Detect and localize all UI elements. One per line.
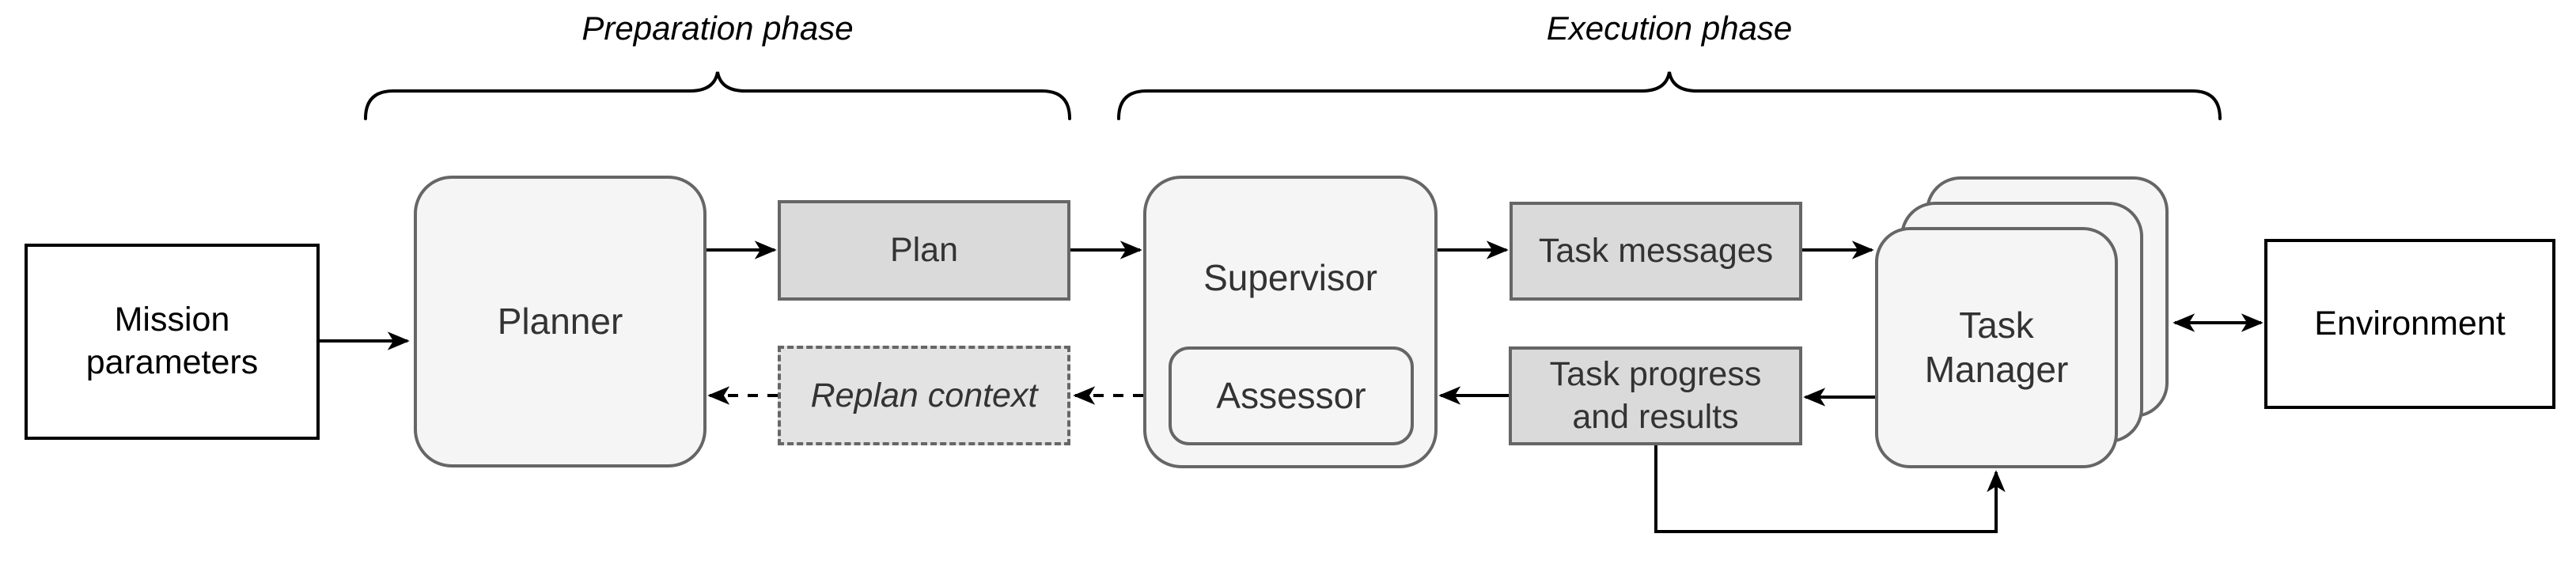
assessor-label: Assessor xyxy=(1216,374,1366,416)
preparation-phase-label: Preparation phase xyxy=(581,9,854,47)
task-progress-label-line2: and results xyxy=(1572,397,1739,436)
task-progress-node: Task progress and results xyxy=(1509,346,1802,445)
task-manager-label-line2: Manager xyxy=(1924,348,2069,390)
plan-label: Plan xyxy=(889,230,959,269)
task-progress-label-line1: Task progress xyxy=(1549,354,1762,393)
task-messages-node: Task messages xyxy=(1510,202,1802,301)
replan-context-node: Replan context xyxy=(778,346,1070,445)
task-manager-label-line1: Task xyxy=(1959,305,2034,346)
task-manager-node: Task Manager xyxy=(1875,227,2118,468)
planner-label: Planner xyxy=(497,300,623,342)
execution-phase-label: Execution phase xyxy=(1546,9,1793,47)
replan-context-label: Replan context xyxy=(810,376,1038,414)
mission-parameters-label-line1: Mission xyxy=(114,301,230,339)
preparation-brace xyxy=(364,71,1071,120)
execution-brace xyxy=(1117,71,2222,120)
task-messages-label: Task messages xyxy=(1538,231,1774,270)
mission-parameters-label-line2: parameters xyxy=(85,343,259,381)
assessor-node: Assessor xyxy=(1169,346,1414,445)
arrow-task-progress-feedback-to-task-manager xyxy=(1654,445,2006,533)
mission-parameters-node: Mission parameters xyxy=(25,244,320,440)
plan-node: Plan xyxy=(778,200,1070,301)
environment-node: Environment xyxy=(2264,239,2555,409)
supervisor-label: Supervisor xyxy=(1203,257,1377,298)
environment-label: Environment xyxy=(2314,304,2506,343)
planner-node: Planner xyxy=(414,176,707,467)
